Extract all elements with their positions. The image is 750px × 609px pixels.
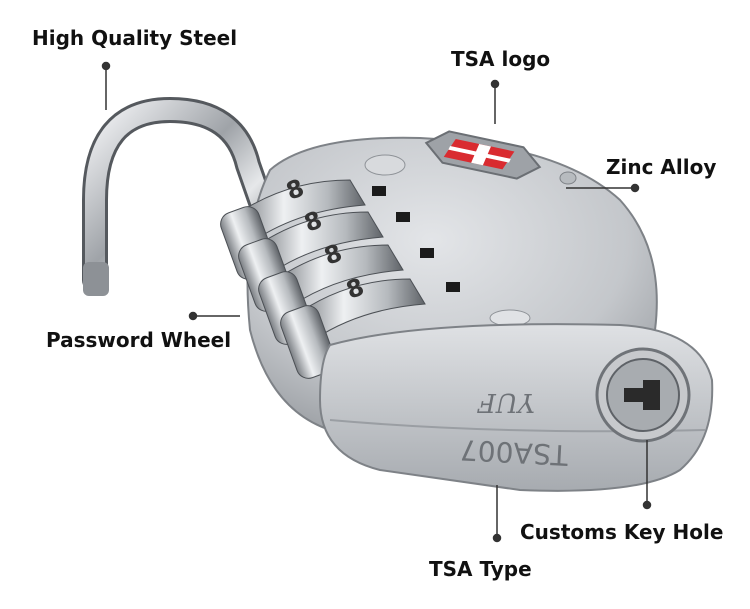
label-customs-key-hole: Customs Key Hole bbox=[520, 520, 724, 544]
model-engraving: TSA007 bbox=[459, 433, 570, 472]
label-tsa-type: TSA Type bbox=[429, 557, 532, 581]
password-wheels: 8 8 8 8 bbox=[220, 174, 460, 379]
shackle-tip bbox=[83, 262, 109, 296]
wheel-4: 8 bbox=[280, 273, 426, 379]
label-password-wheel: Password Wheel bbox=[46, 328, 232, 352]
customs-key-hole bbox=[595, 347, 691, 443]
shackle bbox=[82, 96, 275, 296]
rivet bbox=[559, 171, 577, 185]
label-tsa-logo: TSA logo bbox=[451, 47, 551, 71]
label-zinc-alloy: Zinc Alloy bbox=[606, 155, 717, 179]
tsa-logo bbox=[424, 130, 542, 180]
brand-engraving: YUF bbox=[477, 387, 535, 417]
label-high-quality-steel: High Quality Steel bbox=[32, 26, 238, 50]
leader-lines bbox=[101, 61, 652, 543]
top-button bbox=[364, 154, 406, 176]
